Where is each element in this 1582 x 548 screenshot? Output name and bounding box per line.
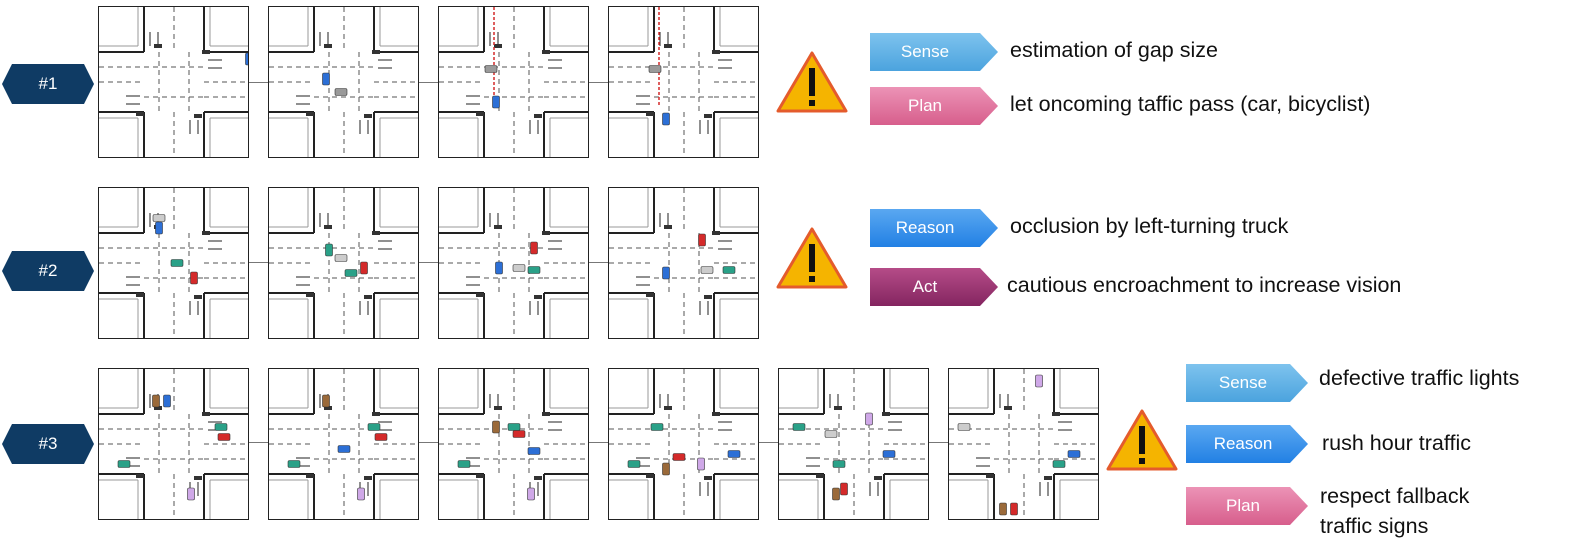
scenario-badge-label: #1 [38, 74, 58, 93]
sequence-connector [248, 82, 272, 83]
warning-triangle-icon [776, 226, 848, 295]
intersection-snapshot [778, 368, 929, 520]
description-text: estimation of gap size [1010, 38, 1218, 62]
description-text: occlusion by left-turning truck [1010, 214, 1289, 238]
tag-label: Reason [895, 218, 955, 237]
description-text: respect fallback [1320, 484, 1470, 508]
sequence-connector [928, 442, 948, 443]
plan-tag: Plan [870, 87, 998, 125]
tag-label: Sense [900, 42, 950, 61]
intersection-snapshot [608, 6, 759, 158]
description-text: rush hour traffic [1322, 431, 1471, 455]
scenario-badge-3: #3 [2, 424, 94, 464]
intersection-snapshot [438, 368, 589, 520]
scenario-badge-label: #2 [38, 261, 58, 280]
scenario-badge-label: #3 [38, 434, 58, 453]
warning-triangle-icon [1106, 408, 1178, 477]
tag-label: Plan [1225, 496, 1261, 515]
sense-tag: Sense [870, 33, 998, 71]
intersection-snapshot [438, 187, 589, 339]
intersection-snapshot [98, 368, 249, 520]
tag-label: Reason [1213, 434, 1273, 453]
sequence-connector [588, 82, 612, 83]
reason-tag: Reason [870, 209, 998, 247]
intersection-snapshot [608, 368, 759, 520]
sequence-connector [248, 262, 272, 263]
scenario-badge-2: #2 [2, 251, 94, 291]
intersection-snapshot [98, 6, 249, 158]
intersection-snapshot [268, 187, 419, 339]
description-text: cautious encroachment to increase vision [1007, 273, 1402, 297]
intersection-snapshot [948, 368, 1099, 520]
tag-label: Act [912, 277, 938, 296]
sequence-connector [588, 262, 612, 263]
description-text: traffic signs [1320, 514, 1429, 538]
intersection-snapshot [268, 6, 419, 158]
scenario-badge-1: #1 [2, 64, 94, 104]
sequence-connector [758, 442, 778, 443]
tag-label: Sense [1218, 373, 1268, 392]
reason-tag: Reason [1186, 425, 1308, 463]
intersection-snapshot [98, 187, 249, 339]
sense-tag: Sense [1186, 364, 1308, 402]
sequence-connector [588, 442, 610, 443]
sequence-connector [418, 262, 442, 263]
sequence-connector [248, 442, 270, 443]
intersection-snapshot [268, 368, 419, 520]
plan-tag: Plan [1186, 487, 1308, 525]
intersection-snapshot [608, 187, 759, 339]
sequence-connector [418, 442, 440, 443]
sequence-connector [418, 82, 442, 83]
act-tag: Act [870, 268, 998, 306]
description-text: let oncoming taffic pass (car, bicyclist… [1010, 92, 1371, 116]
tag-label: Plan [907, 96, 943, 115]
intersection-snapshot [438, 6, 589, 158]
warning-triangle-icon [776, 50, 848, 119]
description-text: defective traffic lights [1319, 366, 1520, 390]
